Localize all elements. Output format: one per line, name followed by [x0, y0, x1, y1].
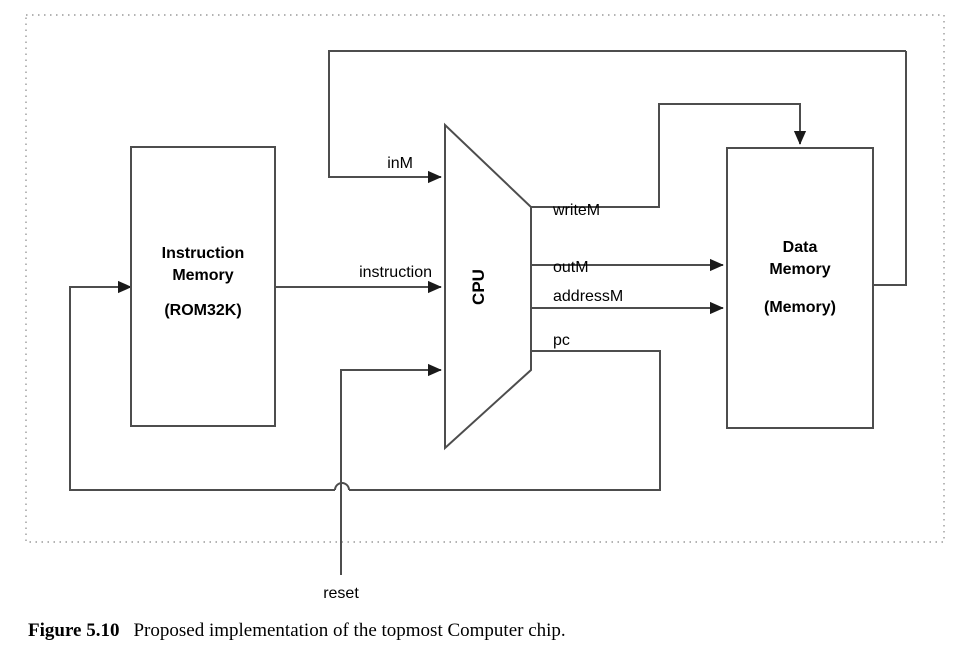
wire-label-inM: inM [387, 155, 413, 172]
wire-inM [328, 50, 906, 184]
data-memory-label-line3: (Memory) [764, 299, 836, 316]
wire-pc-segment-right [349, 350, 661, 491]
cpu-label: CPU [469, 269, 488, 305]
wire-reset [340, 363, 442, 575]
instruction-memory-label-line2: Memory [172, 267, 233, 284]
figure-caption-text: Proposed implementation of the topmost C… [133, 620, 566, 641]
data-memory-label-line1: Data [783, 239, 818, 256]
wire-label-addressM: addressM [553, 288, 623, 305]
data-memory-label-line2: Memory [769, 261, 830, 278]
wire-label-pc: pc [553, 332, 570, 349]
wire-writeM [531, 103, 807, 208]
instruction-memory-label-line1: Instruction [162, 245, 245, 262]
wire-label-instruction: instruction [359, 264, 432, 281]
figure-caption: Figure 5.10 Proposed implementation of th… [28, 620, 928, 642]
wire-memory-output-feedback [873, 51, 907, 286]
instruction-memory-label-line3: (ROM32K) [164, 302, 241, 319]
wire-label-reset: reset [323, 585, 359, 602]
wire-label-outM: outM [553, 259, 589, 276]
figure-number: Figure 5.10 [28, 620, 120, 641]
block-data-memory[interactable] [726, 147, 874, 429]
block-instruction-memory[interactable] [130, 146, 276, 427]
wire-label-writeM: writeM [552, 202, 600, 219]
wire-pc-segment-left [69, 280, 335, 491]
block-cpu[interactable] [444, 122, 532, 451]
